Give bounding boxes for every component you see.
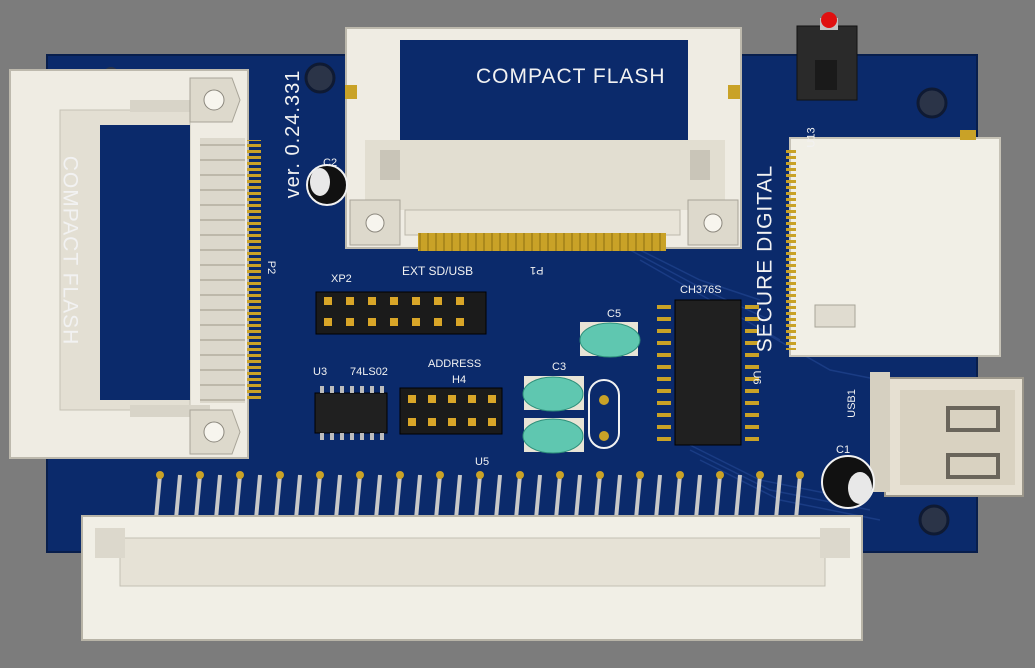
p1-gold-pins bbox=[418, 233, 666, 251]
usb-connector bbox=[870, 372, 1024, 497]
ref-c5: C5 bbox=[607, 308, 622, 320]
capacitors bbox=[306, 164, 875, 509]
ref-u6: U6 bbox=[750, 370, 763, 385]
h4-header bbox=[399, 387, 503, 435]
sd-label: SECURE DIGITAL bbox=[753, 164, 777, 353]
ref-address: ADDRESS bbox=[428, 358, 482, 370]
ref-u13: U13 bbox=[805, 127, 818, 148]
cf-top-connector bbox=[345, 27, 742, 249]
led bbox=[796, 12, 858, 101]
cf-side-label: COMPACT FLASH bbox=[58, 155, 82, 346]
ext-sd-usb-label: EXT SD/USB bbox=[402, 264, 474, 278]
ref-c3: C3 bbox=[552, 361, 567, 373]
ref-c1: C1 bbox=[836, 444, 851, 456]
ref-h4: H4 bbox=[452, 374, 467, 386]
xp2-header bbox=[315, 291, 487, 335]
ic-u3 bbox=[314, 386, 388, 440]
ref-p2: P2 bbox=[265, 260, 278, 275]
version-label: ver. 0.24.331 bbox=[282, 69, 304, 199]
ref-u3: U3 bbox=[313, 366, 328, 378]
ref-p1: P1 bbox=[530, 264, 544, 276]
ref-c2: C2 bbox=[323, 157, 338, 169]
ref-xp2: XP2 bbox=[331, 273, 352, 285]
ref-usb1: USB1 bbox=[845, 389, 858, 418]
sd-card-slot bbox=[786, 130, 1001, 357]
ic-u6 bbox=[657, 299, 759, 446]
pcb-traces bbox=[619, 239, 881, 521]
ref-74ls02: 74LS02 bbox=[350, 366, 388, 378]
ref-u5: U5 bbox=[475, 456, 490, 468]
cf-side-connector bbox=[9, 69, 249, 459]
cf-top-label: COMPACT FLASH bbox=[476, 65, 666, 88]
ide-connector-u5 bbox=[81, 471, 863, 641]
p2-gold-pins bbox=[247, 140, 261, 402]
ref-ch376s: CH376S bbox=[680, 284, 722, 296]
